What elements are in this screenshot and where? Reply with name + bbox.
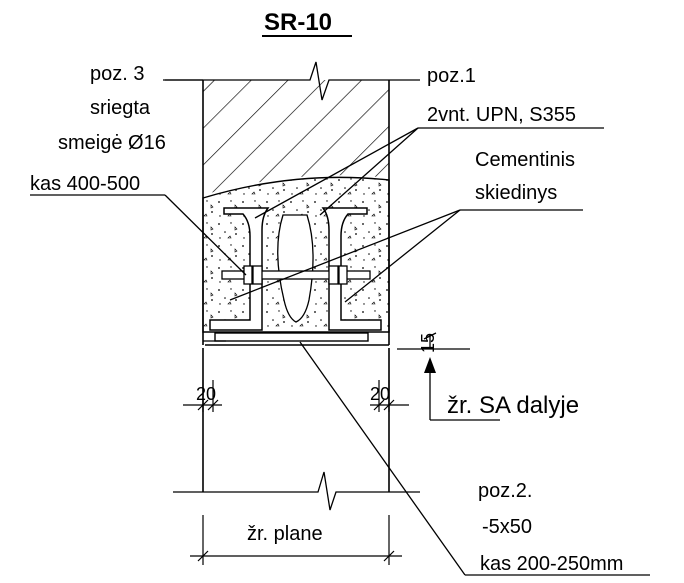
section-reference: žr. SA dalyje — [447, 392, 579, 419]
upn-channel-right — [321, 207, 382, 331]
mortar-callout-line1: Cementinis — [475, 149, 575, 171]
upn-channel-left — [209, 207, 270, 331]
plate-callout-line3: kas 200-250mm — [480, 553, 623, 575]
plate-callout-line2: -5x50 — [482, 516, 532, 538]
bottom-break-line — [173, 471, 420, 511]
mortar-core — [277, 214, 314, 323]
left-callout-line4: kas 400-500 — [30, 173, 140, 195]
right-callout-line1: poz.1 — [427, 65, 476, 87]
dim-width — [190, 515, 402, 565]
left-callout-leader — [30, 79, 247, 276]
plate-callout-line1: poz.2. — [478, 480, 532, 502]
threaded-rod — [221, 265, 371, 285]
wall-hatching — [203, 80, 389, 195]
dim-right-offset — [370, 380, 409, 412]
left-callout-line3: smeigė Ø16 — [58, 132, 166, 154]
left-callout-line2: sriegta — [90, 97, 151, 119]
dim-left-offset — [183, 380, 222, 412]
mortar-callout-line2: skiedinys — [475, 182, 557, 204]
dim-width-label: žr. plane — [247, 523, 323, 545]
plate-callout-leader — [299, 341, 466, 576]
top-break-line — [163, 61, 420, 101]
bottom-plate — [214, 332, 369, 342]
right-callout-leader — [254, 127, 604, 219]
level-mark — [397, 332, 500, 421]
left-callout-line1: poz. 3 — [90, 63, 144, 85]
title: SR-10 — [264, 9, 332, 36]
dim-left-offset-label: 20 — [196, 384, 216, 404]
level-value: 15 — [418, 333, 438, 353]
mortar-callout-leader — [229, 209, 583, 303]
dim-right-offset-label: 20 — [370, 384, 390, 404]
right-callout-line2: 2vnt. UPN, S355 — [427, 104, 576, 126]
